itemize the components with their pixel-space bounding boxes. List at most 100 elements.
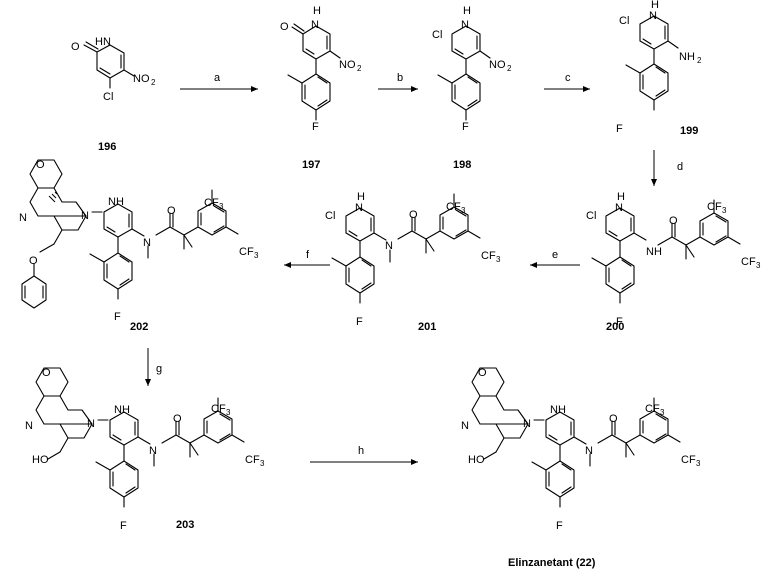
atom-N: N	[311, 19, 319, 31]
step-e: e	[552, 249, 558, 261]
atom-F: F	[462, 121, 469, 133]
atom-F: F	[356, 316, 363, 328]
ring-NH: NH	[550, 404, 566, 416]
compound-elinzanetant: HO O N N NH N O CF 3 CF 3 F Elinzanetant…	[461, 367, 701, 569]
atom-N: N	[25, 420, 33, 432]
atom-N: N	[81, 210, 89, 222]
label-202: 202	[130, 321, 148, 333]
atom-F: F	[312, 121, 319, 133]
atom-N: N	[461, 19, 469, 31]
hydroxyl: HO	[468, 454, 485, 466]
atom-F: F	[120, 520, 127, 532]
atom-N: N	[523, 418, 531, 430]
atom-N: N	[103, 36, 111, 48]
step-a: a	[214, 72, 221, 84]
atom-N: N	[649, 10, 657, 22]
atom-H: H	[95, 36, 103, 48]
cf3-label: CF	[481, 250, 496, 262]
atom-O: O	[409, 209, 418, 221]
atom-O: O	[280, 21, 289, 33]
atom-N: N	[615, 202, 623, 214]
step-h: h	[358, 445, 364, 457]
amide-N: N	[149, 445, 157, 457]
compound-200: Cl H N NH O CF 3 CF 3 F 200	[586, 191, 761, 333]
label-199: 199	[680, 125, 698, 137]
subscript: 3	[722, 206, 727, 215]
ether-O: O	[29, 255, 38, 267]
step-b: b	[397, 72, 403, 84]
amide-N: N	[143, 237, 151, 249]
atom-H: H	[313, 5, 321, 17]
subscript: 2	[507, 64, 512, 73]
cf3-label: CF	[707, 201, 722, 213]
amine-label: NH	[679, 51, 695, 63]
amide-N: N	[585, 445, 593, 457]
subscript: 3	[496, 255, 501, 264]
subscript: 3	[254, 251, 259, 260]
cf3-label: CF	[204, 197, 219, 209]
compound-198: Cl H N NO 2 F 198	[432, 5, 512, 171]
atom-N: N	[87, 418, 95, 430]
atom-Cl: Cl	[432, 29, 442, 41]
label-198: 198	[453, 159, 471, 171]
amide-N: N	[385, 240, 393, 252]
atom-F: F	[114, 311, 121, 323]
subscript: 3	[219, 202, 224, 211]
atom-Cl: Cl	[586, 210, 596, 222]
atom-H: H	[617, 191, 625, 203]
label-201: 201	[418, 321, 436, 333]
atom-O: O	[669, 215, 678, 227]
subscript: 2	[697, 56, 702, 65]
nitro-label: NO	[133, 73, 150, 85]
subscript: 3	[461, 206, 466, 215]
compound-199: Cl H N NH 2 F 199	[616, 0, 702, 137]
morpholine-O: O	[42, 367, 51, 379]
nitro-label: NO	[489, 59, 506, 71]
atom-H: H	[357, 191, 365, 203]
step-d: d	[677, 161, 683, 173]
atom-Cl: Cl	[103, 91, 113, 103]
compound-202: O O N N NH N O CF 3 CF 3 F 202	[19, 159, 259, 333]
atom-F: F	[616, 123, 623, 135]
subscript: 3	[226, 408, 231, 417]
atom-N: N	[461, 420, 469, 432]
subscript: 3	[756, 261, 761, 270]
cf3-label: CF	[239, 246, 254, 258]
atom-O: O	[71, 41, 80, 53]
compound-203: HO O N N NH N O CF 3 CF 3 F 203	[25, 367, 265, 532]
label-196: 196	[98, 141, 116, 153]
subscript: 3	[696, 459, 701, 468]
morpholine-O: O	[478, 367, 487, 379]
atom-O: O	[167, 205, 176, 217]
label-elinzanetant: Elinzanetant (22)	[508, 557, 596, 569]
subscript: 3	[660, 408, 665, 417]
atom-N: N	[19, 212, 27, 224]
subscript: 3	[260, 459, 265, 468]
ring-NH: NH	[108, 196, 124, 208]
morpholine-O: O	[36, 159, 45, 171]
cf3-label: CF	[446, 201, 461, 213]
atom-F: F	[556, 520, 563, 532]
atom-Cl: Cl	[619, 15, 629, 27]
atom-O: O	[173, 413, 182, 425]
step-f: f	[306, 249, 310, 261]
compound-196: O H N NO 2 Cl 196	[71, 36, 156, 153]
atom-Cl: Cl	[325, 210, 335, 222]
cf3-label: CF	[211, 403, 226, 415]
cf3-label: CF	[681, 454, 696, 466]
ring-NH: NH	[114, 404, 130, 416]
stereo-wedge	[48, 191, 58, 203]
atom-H: H	[651, 0, 659, 11]
cf3-label: CF	[741, 256, 756, 268]
cf3-label: CF	[245, 454, 260, 466]
amide-NH: NH	[646, 246, 662, 258]
subscript: 2	[151, 78, 156, 87]
atom-H: H	[463, 5, 471, 17]
atom-F: F	[616, 316, 623, 328]
label-200: 200	[606, 321, 624, 333]
label-197: 197	[302, 159, 320, 171]
step-c: c	[565, 72, 571, 84]
nitro-label: NO	[339, 59, 356, 71]
